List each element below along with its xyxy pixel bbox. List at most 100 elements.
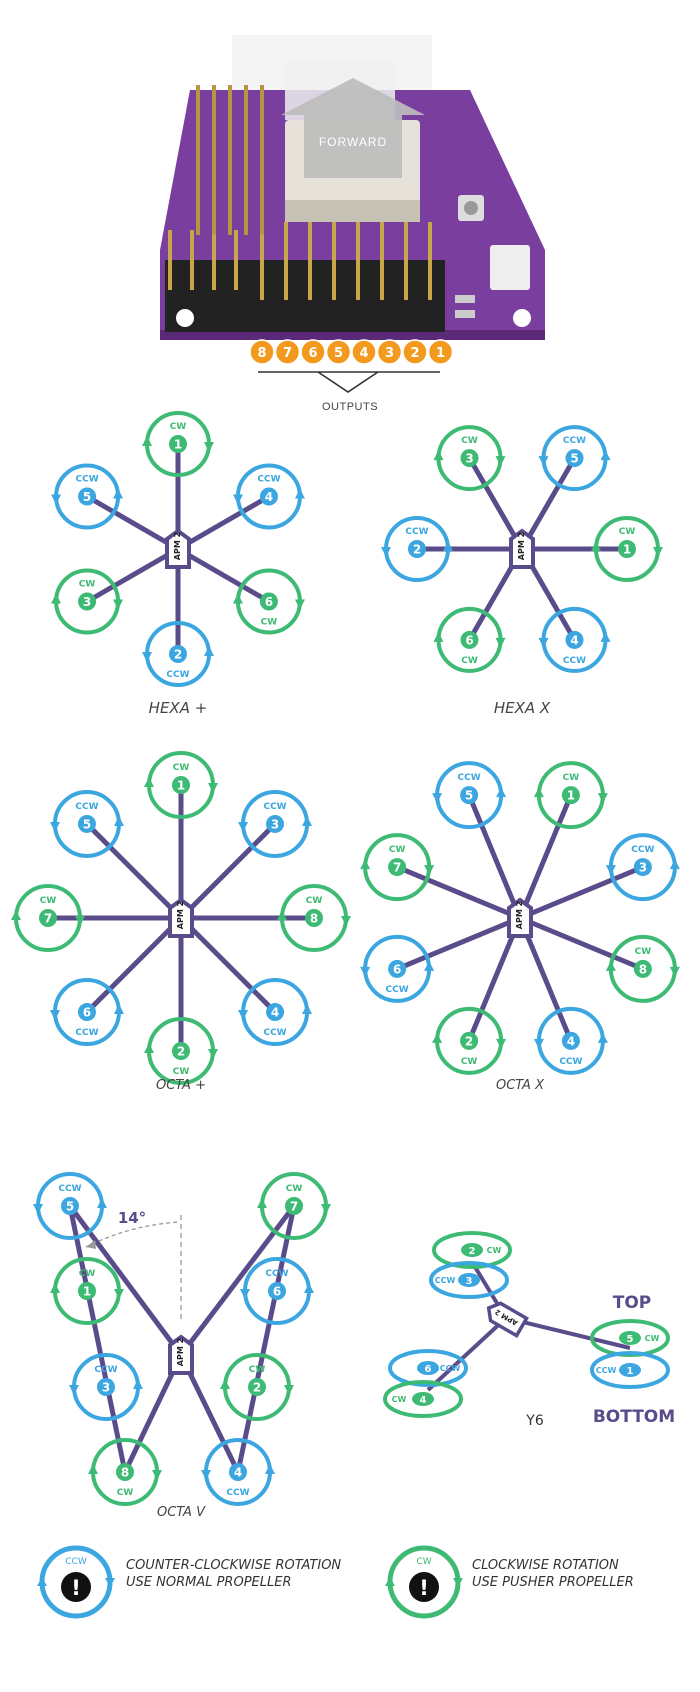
exclamation-glyph: ! bbox=[71, 1576, 81, 1600]
motor-number-badge bbox=[285, 1197, 303, 1215]
controller-label: APM 2 bbox=[176, 1338, 185, 1366]
output-badge-4: 4 bbox=[351, 339, 377, 365]
rotation-arrow-icon bbox=[653, 547, 663, 557]
rotation-arrow-icon bbox=[605, 960, 616, 971]
motor-number-badge bbox=[266, 1003, 285, 1022]
controller-body: APM 2 bbox=[486, 1301, 529, 1339]
motor-number: 1 bbox=[174, 438, 182, 452]
motor-direction-label: CW bbox=[40, 896, 57, 906]
rotation-arrow-icon bbox=[496, 1038, 507, 1049]
header-pin bbox=[190, 230, 194, 290]
header-pin bbox=[212, 85, 216, 235]
controller-label: APM 2 bbox=[176, 901, 185, 929]
rotation-arrow-icon bbox=[75, 916, 85, 926]
motor-number-badge bbox=[97, 1378, 115, 1396]
motor-1: 1CW bbox=[50, 1257, 124, 1325]
rotation-arrow-icon bbox=[238, 821, 249, 832]
rotation-arrow-icon bbox=[538, 456, 549, 467]
rotation-arrow-icon bbox=[538, 637, 549, 648]
rotation-arrow-icon bbox=[37, 1577, 47, 1586]
rotation-arrow-icon bbox=[385, 1577, 395, 1586]
rotation-arrow-icon bbox=[294, 599, 305, 610]
motor-direction-label: CW bbox=[261, 618, 278, 628]
motor-direction-label: CW bbox=[249, 1365, 266, 1375]
output-number: 3 bbox=[385, 346, 394, 361]
header-pin bbox=[380, 222, 384, 300]
rotation-arrow-icon bbox=[533, 787, 544, 798]
output-number: 1 bbox=[436, 346, 445, 361]
rotation-arrow-icon bbox=[360, 966, 371, 977]
motor-direction-label: CW bbox=[173, 1067, 190, 1077]
rotation-arrow-icon bbox=[133, 1379, 143, 1389]
motor-number-badge bbox=[259, 487, 278, 506]
motor-number: 5 bbox=[83, 490, 91, 504]
motor-1: 1CW bbox=[144, 751, 218, 819]
motor-number: 8 bbox=[310, 912, 318, 926]
motor-direction-label: CCW bbox=[58, 1184, 81, 1194]
motor-number-badge bbox=[565, 630, 584, 649]
output-badge-2: 2 bbox=[402, 339, 428, 365]
motor-number-badge bbox=[169, 645, 187, 663]
legend-tag: CCW bbox=[65, 1557, 87, 1567]
legend-ccw-icon: CCW! bbox=[37, 1545, 115, 1619]
motor-direction-label: CW bbox=[461, 436, 478, 446]
motor-number-badge bbox=[116, 1463, 134, 1481]
header-pin bbox=[234, 230, 238, 290]
motor-number: 2 bbox=[465, 1034, 473, 1048]
motor-number: 5 bbox=[66, 1200, 74, 1214]
rotation-arrow-icon bbox=[220, 1379, 230, 1389]
warning-icon bbox=[61, 1572, 91, 1602]
motor-number: 4 bbox=[265, 490, 273, 504]
propeller-ring bbox=[590, 1351, 670, 1389]
rotation-arrow-icon bbox=[453, 1578, 463, 1587]
motor-number-badge bbox=[248, 1378, 266, 1396]
rotation-arrow-icon bbox=[600, 450, 611, 461]
frame-arm bbox=[85, 822, 183, 920]
motor-direction-label: CCW bbox=[263, 802, 286, 812]
rotation-arrow-icon bbox=[51, 494, 62, 505]
rotation-arrow-icon bbox=[33, 1204, 43, 1214]
hexa-x-title: HEXA X bbox=[494, 699, 551, 717]
rotation-arrow-icon bbox=[433, 450, 444, 461]
motor-number-badge bbox=[561, 786, 580, 805]
motor-number-badge bbox=[460, 786, 479, 805]
motor-number: 2 bbox=[469, 1246, 476, 1257]
motor-3: 3CW bbox=[51, 568, 124, 635]
header-pin bbox=[168, 230, 172, 290]
controller-body: APM 2 bbox=[168, 1334, 194, 1375]
rotation-arrow-icon bbox=[321, 1204, 331, 1214]
motor-8: 8CW bbox=[88, 1438, 162, 1506]
rotation-arrow-icon bbox=[204, 442, 214, 452]
rotation-arrow-icon bbox=[381, 547, 391, 557]
motor-3: 3CW bbox=[433, 425, 506, 492]
motor-number-badge bbox=[619, 1331, 641, 1345]
motor-direction-label: CCW bbox=[263, 1028, 286, 1038]
frame-arm bbox=[519, 456, 577, 551]
motor-number: 2 bbox=[177, 1045, 185, 1059]
frame-arm bbox=[396, 915, 521, 972]
frame-arm bbox=[505, 1316, 631, 1350]
controller-label: APM 2 bbox=[515, 901, 524, 929]
forward-label: FORWARD bbox=[319, 135, 387, 149]
header-pin bbox=[244, 85, 248, 235]
octa-x-title: OCTA X bbox=[496, 1078, 545, 1093]
frame-arm bbox=[467, 456, 525, 551]
outputs-bracket bbox=[258, 371, 440, 393]
motor-direction-label: CCW bbox=[226, 1488, 249, 1498]
motor-number: 4 bbox=[420, 1395, 427, 1406]
motor-number: 6 bbox=[425, 1364, 432, 1375]
header-pin bbox=[308, 222, 312, 300]
motor-number: 1 bbox=[83, 1285, 91, 1299]
motor-2: 2CW bbox=[144, 1017, 218, 1085]
motor-direction-label: CCW bbox=[563, 656, 586, 666]
output-badge-8: 8 bbox=[249, 339, 275, 365]
frame-arm bbox=[235, 1205, 297, 1473]
legend-cw-line1: CLOCKWISE ROTATION bbox=[472, 1558, 619, 1573]
